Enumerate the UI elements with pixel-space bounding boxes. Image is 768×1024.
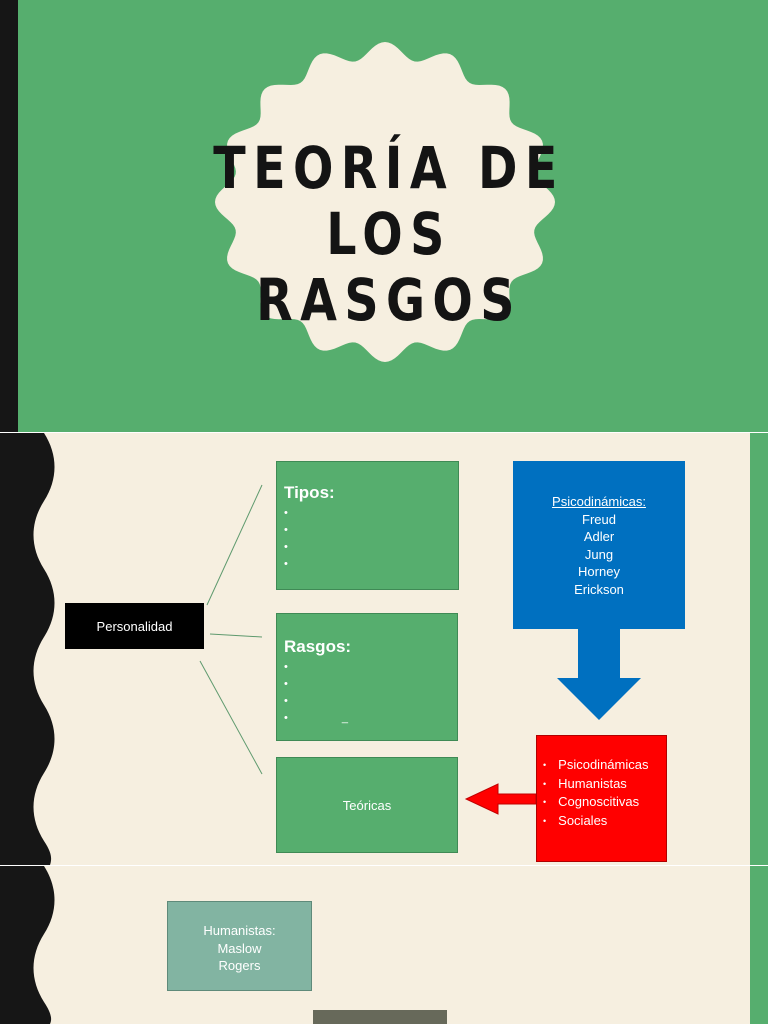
connector-to-teoricas xyxy=(199,660,263,775)
tipos-bullet xyxy=(284,522,294,539)
rasgos-bullet xyxy=(284,676,348,693)
connector-lines xyxy=(199,484,641,815)
right-accent-bar xyxy=(750,866,768,1024)
personalidad-label: Personalidad xyxy=(96,619,173,634)
teoricas-label: Teóricas xyxy=(342,798,392,813)
diagram-slide: Personalidad Tipos: Rasgos: _ Teóricas P… xyxy=(0,433,768,865)
psicodinamicas-box: Psicodinámicas: Freud Adler Jung Horney … xyxy=(513,461,685,629)
rasgos-bullets: _ xyxy=(284,659,348,727)
humanistas-box: Humanistas: Maslow Rogers xyxy=(167,901,312,991)
left-wave-border xyxy=(0,433,55,865)
right-accent-bar xyxy=(750,433,768,865)
partial-dark-box xyxy=(313,1010,447,1024)
tipos-bullet xyxy=(284,539,294,556)
tipos-box: Tipos: xyxy=(276,461,459,590)
rasgos-bullet-dash: _ xyxy=(341,712,348,724)
theories-list-item: Psicodinámicas xyxy=(543,756,648,775)
title-line-1: TEORÍA DE LOS xyxy=(213,134,565,268)
humanistas-name: Maslow xyxy=(217,940,262,956)
scalloped-badge-shape xyxy=(215,42,555,362)
left-wave-border xyxy=(0,866,55,1024)
humanistas-name: Rogers xyxy=(218,958,261,973)
title-line-2: RASGOS xyxy=(256,266,522,334)
tipos-title: Tipos: xyxy=(284,483,335,502)
humanistas-heading: Humanistas: xyxy=(203,923,276,938)
tipos-bullets xyxy=(284,505,294,573)
theories-list-item: Sociales xyxy=(543,812,648,831)
theories-list-item: Humanistas xyxy=(543,775,648,794)
theories-list: Psicodinámicas Humanistas Cognoscitivas … xyxy=(543,756,648,830)
red-left-arrow xyxy=(464,783,537,815)
psicodinamicas-name: Horney xyxy=(578,564,620,579)
rasgos-bullet xyxy=(284,693,348,710)
rasgos-title: Rasgos: xyxy=(284,637,352,656)
theories-list-item: Cognoscitivas xyxy=(543,793,648,812)
third-slide: Humanistas: Maslow Rogers xyxy=(0,866,768,1024)
psicodinamicas-content: Psicodinámicas: Freud Adler Jung Horney … xyxy=(513,493,685,598)
tipos-bullet xyxy=(284,556,294,573)
psicodinamicas-name: Jung xyxy=(584,546,614,562)
blue-down-arrow xyxy=(557,629,641,720)
left-accent-bar xyxy=(0,0,18,432)
rasgos-bullet: _ xyxy=(284,710,348,727)
connector-to-rasgos xyxy=(209,633,263,638)
rasgos-bullet xyxy=(284,659,348,676)
teoricas-box: Teóricas xyxy=(276,757,458,853)
humanistas-content: Humanistas: Maslow Rogers xyxy=(168,922,311,975)
psicodinamicas-name: Freud xyxy=(582,511,616,527)
rasgos-box: Rasgos: _ xyxy=(276,613,458,741)
slide-title: TEORÍA DE LOS RASGOS xyxy=(152,135,626,333)
personalidad-box: Personalidad xyxy=(65,603,204,649)
theories-list-box: Psicodinámicas Humanistas Cognoscitivas … xyxy=(536,735,667,862)
tipos-bullet xyxy=(284,505,294,522)
psicodinamicas-name: Erickson xyxy=(574,581,624,597)
psicodinamicas-name: Adler xyxy=(583,529,615,544)
connector-to-tipos xyxy=(206,484,263,606)
title-slide: TEORÍA DE LOS RASGOS xyxy=(0,0,768,432)
psicodinamicas-heading: Psicodinámicas: xyxy=(552,494,646,509)
